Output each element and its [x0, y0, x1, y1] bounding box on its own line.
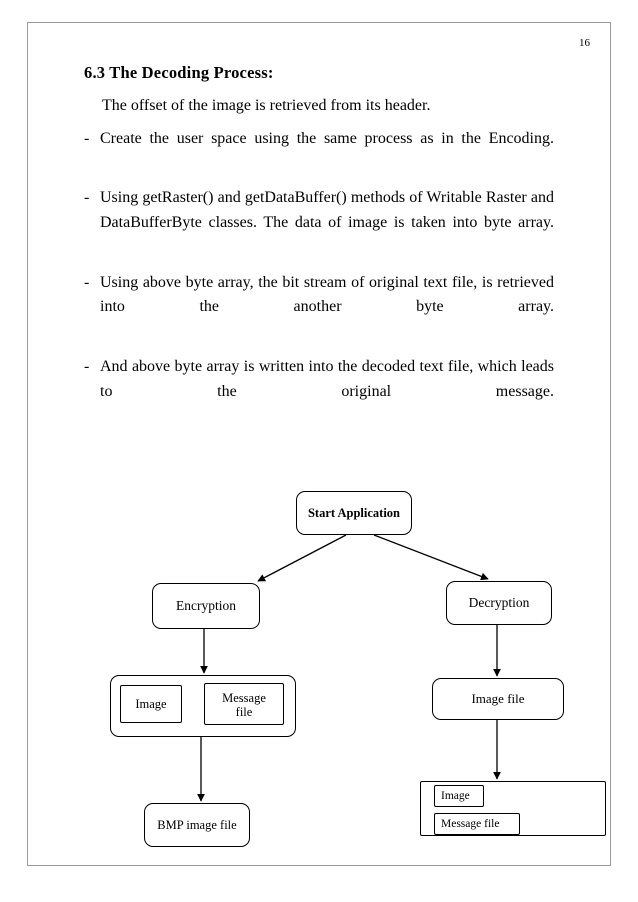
node-message-file-line1: Message: [222, 690, 266, 705]
node-image-file: Image file: [432, 678, 564, 720]
page-number: 16: [579, 37, 590, 49]
node-message-file-output: Message file: [434, 813, 520, 835]
list-item: - And above byte array is written into t…: [84, 355, 554, 429]
document-page: 16 6.3 The Decoding Process: The offset …: [27, 22, 611, 866]
bullet-text: Using above byte array, the bit stream o…: [100, 273, 554, 316]
bullet-marker: -: [84, 189, 90, 207]
bullet-marker: -: [84, 357, 90, 375]
bullet-text: Using getRaster() and getDataBuffer() me…: [100, 189, 554, 231]
node-encryption: Encryption: [152, 583, 260, 629]
list-item: - Create the user space using the same p…: [84, 127, 554, 177]
page-content: 6.3 The Decoding Process: The offset of …: [84, 63, 554, 439]
intro-paragraph: The offset of the image is retrieved fro…: [102, 97, 431, 114]
node-image-output: Image: [434, 785, 484, 807]
node-message-file: Message file: [204, 683, 284, 725]
node-decryption: Decryption: [446, 581, 552, 625]
list-item: - Using getRaster() and getDataBuffer() …: [84, 186, 554, 260]
node-message-file-line2: file: [235, 705, 253, 719]
node-start-application: Start Application: [296, 491, 412, 535]
list-item: - Using above byte array, the bit stream…: [84, 271, 554, 345]
node-image: Image: [120, 685, 182, 723]
node-bmp-image-file: BMP image file: [144, 803, 250, 847]
bullet-marker: -: [84, 129, 90, 147]
bullet-text: Create the user space using the same pro…: [100, 129, 554, 147]
bullet-text: And above byte array is written into the…: [100, 357, 554, 400]
flowchart-diagram: Start Application Encryption Decryption …: [56, 463, 612, 863]
flowchart-connectors: [182, 534, 501, 802]
page-title: 6.3 The Decoding Process:: [84, 63, 274, 82]
bullet-marker: -: [84, 273, 90, 291]
